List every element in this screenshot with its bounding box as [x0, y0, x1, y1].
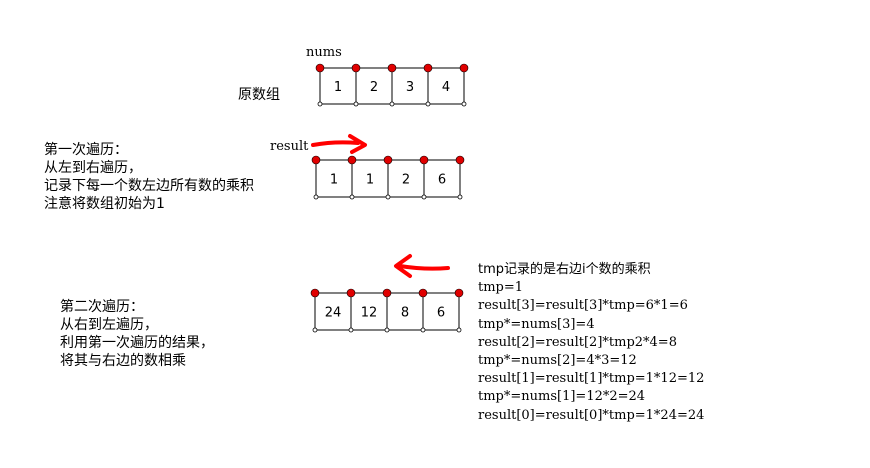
- top-node-dot: [419, 155, 429, 165]
- array-cell-value: 12: [361, 306, 378, 321]
- nums-label: nums: [306, 45, 342, 60]
- bottom-node-dot: [457, 194, 463, 200]
- top-node-dot: [351, 63, 361, 73]
- bottom-node-dot: [425, 101, 431, 107]
- tmp-note-line: result[0]=result[0]*tmp=1*24=24: [478, 407, 705, 423]
- left-arrow-icon: [394, 254, 450, 278]
- right-arrow-icon: [311, 134, 367, 154]
- first-pass-line: 第一次遍历：: [44, 142, 128, 158]
- result-label: result: [270, 139, 309, 154]
- bottom-node-dot: [389, 101, 395, 107]
- tmp-note-line: tmp记录的是右边i个数的乘积: [478, 262, 651, 277]
- tmp-note-line: tmp*=nums[1]=12*2=24: [478, 389, 646, 405]
- bottom-node-dot: [312, 327, 318, 333]
- array-cell-value: 1: [334, 80, 342, 95]
- second-pass-line: 从右到左遍历，: [60, 317, 158, 333]
- array-cell-value: 1: [366, 173, 374, 188]
- array-cell: [427, 67, 465, 105]
- top-node-dot: [383, 155, 393, 165]
- tmp-notes: tmp记录的是右边i个数的乘积 tmp=1 result[3]=result[3…: [478, 261, 704, 425]
- bottom-node-dot: [456, 327, 462, 333]
- result-second-pass-array: 24 12 8 6: [310, 288, 464, 333]
- original-array-label: 原数组: [238, 87, 280, 103]
- bottom-node-dot: [384, 327, 390, 333]
- tmp-note-line: tmp=1: [478, 280, 524, 296]
- array-cell: [423, 159, 461, 198]
- bottom-node-dot: [461, 101, 467, 107]
- array-cell: [355, 67, 393, 105]
- array-cell-value: 2: [370, 80, 378, 95]
- array-cell-value: 6: [437, 306, 445, 321]
- array-cell-value: 6: [438, 173, 446, 188]
- bottom-node-dot: [349, 194, 355, 200]
- array-cell-value: 4: [442, 80, 450, 95]
- top-node-dot: [311, 155, 321, 165]
- first-pass-line: 从左到右遍历，: [44, 160, 142, 176]
- result-first-pass-array: 1 1 2 6: [311, 155, 465, 200]
- bottom-node-dot: [420, 327, 426, 333]
- array-cell: [315, 159, 353, 198]
- second-pass-description: 第二次遍历： 从右到左遍历， 利用第一次遍历的结果， 将其与右边的数相乘: [60, 298, 214, 370]
- array-cell-value: 3: [406, 80, 414, 95]
- array-cell: [350, 292, 388, 331]
- tmp-note-line: tmp*=nums[2]=4*3=12: [478, 353, 637, 369]
- tmp-note-line: tmp*=nums[3]=4: [478, 316, 595, 332]
- bottom-node-dot: [421, 194, 427, 200]
- array-cell: [422, 292, 460, 331]
- top-node-dot: [346, 288, 356, 298]
- bottom-node-dot: [348, 327, 354, 333]
- bottom-node-dot: [317, 101, 323, 107]
- second-pass-line: 利用第一次遍历的结果，: [60, 335, 214, 351]
- bottom-node-dot: [385, 194, 391, 200]
- array-cell: [391, 67, 429, 105]
- nums-array: 1 2 3 4: [315, 63, 469, 107]
- array-cell: [386, 292, 424, 331]
- array-cell: [314, 292, 352, 331]
- array-cell-value: 1: [330, 173, 338, 188]
- array-cell-value: 8: [401, 306, 409, 321]
- top-node-dot: [423, 63, 433, 73]
- top-node-dot: [454, 288, 464, 298]
- array-cell: [351, 159, 389, 198]
- top-node-dot: [418, 288, 428, 298]
- tmp-note-line: result[3]=result[3]*tmp=6*1=6: [478, 298, 688, 314]
- top-node-dot: [459, 63, 469, 73]
- top-node-dot: [315, 63, 325, 73]
- tmp-note-line: result[1]=result[1]*tmp=1*12=12: [478, 371, 705, 387]
- second-pass-line: 第二次遍历：: [60, 299, 144, 315]
- bottom-node-dot: [313, 194, 319, 200]
- bottom-node-dot: [353, 101, 359, 107]
- first-pass-description: 第一次遍历： 从左到右遍历， 记录下每一个数左边所有数的乘积 注意将数组初始为1: [44, 141, 254, 213]
- top-node-dot: [347, 155, 357, 165]
- first-pass-line: 记录下每一个数左边所有数的乘积: [44, 178, 254, 194]
- array-cell: [387, 159, 425, 198]
- array-cell: [319, 67, 357, 105]
- array-cell-value: 24: [325, 306, 342, 321]
- first-pass-line: 注意将数组初始为1: [44, 196, 165, 212]
- top-node-dot: [387, 63, 397, 73]
- top-node-dot: [455, 155, 465, 165]
- second-pass-line: 将其与右边的数相乘: [60, 353, 186, 369]
- array-cell-value: 2: [402, 173, 410, 188]
- top-node-dot: [382, 288, 392, 298]
- top-node-dot: [310, 288, 320, 298]
- tmp-note-line: result[2]=result[2]*tmp2*4=8: [478, 334, 677, 350]
